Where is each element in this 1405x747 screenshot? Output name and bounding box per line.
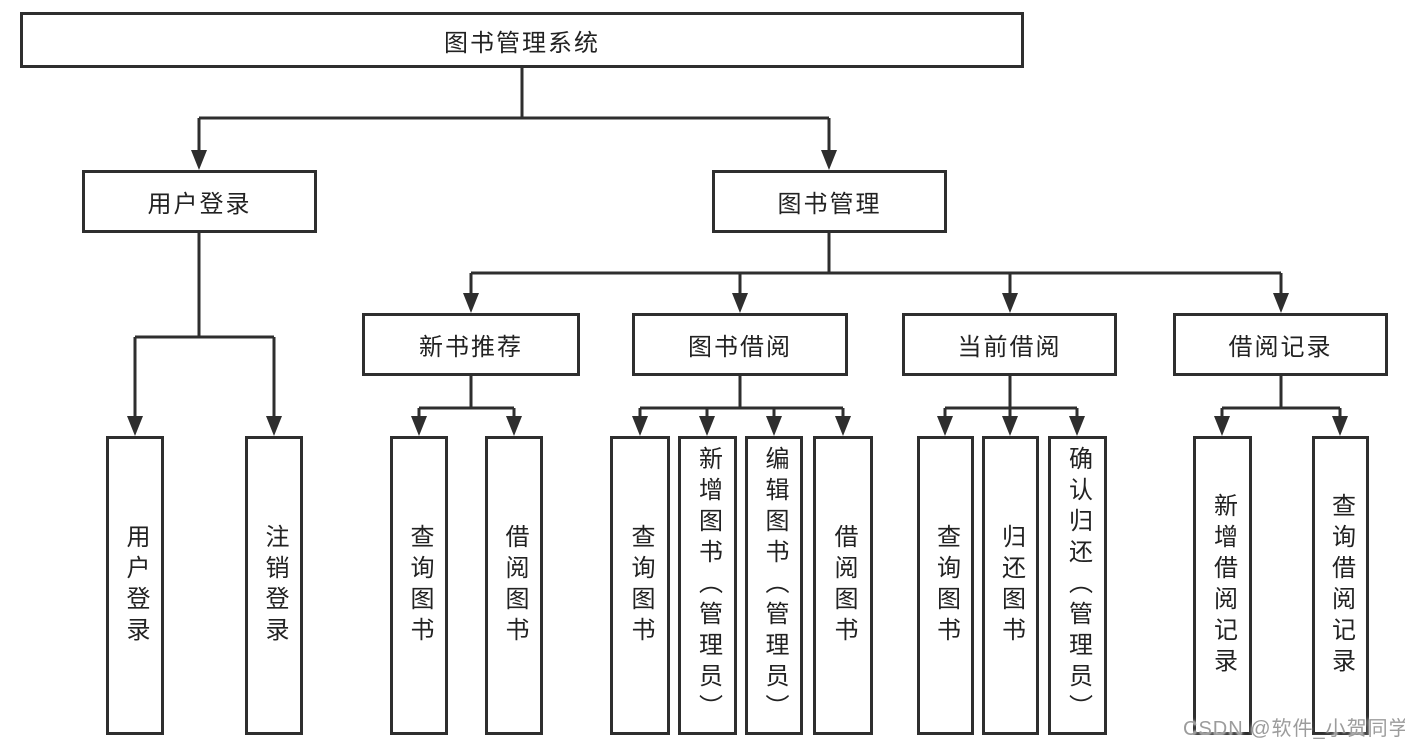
leaf-nbr-query-books: 查询图书: [390, 436, 448, 735]
leaf-bb-add-books-admin-label: 新增图书（管理员）: [694, 446, 722, 725]
leaf-cb-query-books: 查询图书: [917, 436, 974, 735]
leaf-nbr-borrow-books-label: 借阅图书: [501, 523, 528, 648]
watermark-text: CSDN @软件_小贺同学: [1183, 718, 1405, 740]
node-new-book-recommend: 新书推荐: [362, 313, 580, 376]
node-current-borrow: 当前借阅: [902, 313, 1117, 376]
node-borrow-records-label: 借阅记录: [1228, 334, 1333, 361]
leaf-cb-confirm-return-admin: 确认归还（管理员）: [1048, 436, 1107, 735]
connector-new-book-recommend-children: [411, 376, 522, 436]
connector-borrow-records-children: [1214, 376, 1348, 436]
connector-book-borrow-children: [632, 376, 851, 436]
leaf-br-add-borrow-record-label: 新增借阅记录: [1209, 492, 1237, 679]
node-book-borrow-label: 图书借阅: [688, 334, 792, 361]
node-book-borrow: 图书借阅: [632, 313, 848, 376]
leaf-br-query-borrow-record: 查询借阅记录: [1312, 436, 1369, 735]
leaf-bb-query-books-label: 查询图书: [627, 523, 654, 648]
leaf-nbr-query-books-label: 查询图书: [406, 523, 433, 648]
node-user-login-label: 用户登录: [147, 191, 252, 218]
leaf-user-login-label: 用户登录: [122, 523, 149, 648]
leaf-logout-login: 注销登录: [245, 436, 303, 735]
leaf-cb-confirm-return-admin-label: 确认归还（管理员）: [1064, 446, 1092, 725]
leaf-bb-borrow-books-label: 借阅图书: [830, 523, 857, 648]
connector-book-management-children: [463, 233, 1289, 313]
leaf-nbr-borrow-books: 借阅图书: [485, 436, 543, 735]
node-new-book-recommend-label: 新书推荐: [419, 334, 523, 361]
connector-current-borrow-children: [937, 376, 1085, 436]
connector-root-to-level2: [191, 68, 837, 170]
leaf-user-login: 用户登录: [106, 436, 164, 735]
node-root: 图书管理系统: [20, 12, 1024, 68]
leaf-cb-return-books: 归还图书: [982, 436, 1039, 735]
leaf-cb-return-books-label: 归还图书: [997, 523, 1025, 648]
node-user-login: 用户登录: [82, 170, 317, 233]
leaf-bb-borrow-books: 借阅图书: [813, 436, 873, 735]
leaf-bb-add-books-admin: 新增图书（管理员）: [678, 436, 737, 735]
connector-user-login-children: [127, 233, 282, 436]
leaf-br-add-borrow-record: 新增借阅记录: [1193, 436, 1252, 735]
node-borrow-records: 借阅记录: [1173, 313, 1388, 376]
node-root-label: 图书管理系统: [444, 29, 600, 57]
leaf-cb-query-books-label: 查询图书: [932, 523, 960, 648]
node-book-management-label: 图书管理: [777, 191, 882, 218]
leaf-bb-edit-books-admin-label: 编辑图书（管理员）: [761, 446, 788, 725]
node-current-borrow-label: 当前借阅: [957, 334, 1062, 361]
leaf-br-query-borrow-record-label: 查询借阅记录: [1327, 492, 1355, 679]
leaf-logout-login-label: 注销登录: [261, 523, 288, 648]
node-book-management: 图书管理: [712, 170, 947, 233]
leaf-bb-query-books: 查询图书: [610, 436, 670, 735]
leaf-bb-edit-books-admin: 编辑图书（管理员）: [745, 436, 803, 735]
